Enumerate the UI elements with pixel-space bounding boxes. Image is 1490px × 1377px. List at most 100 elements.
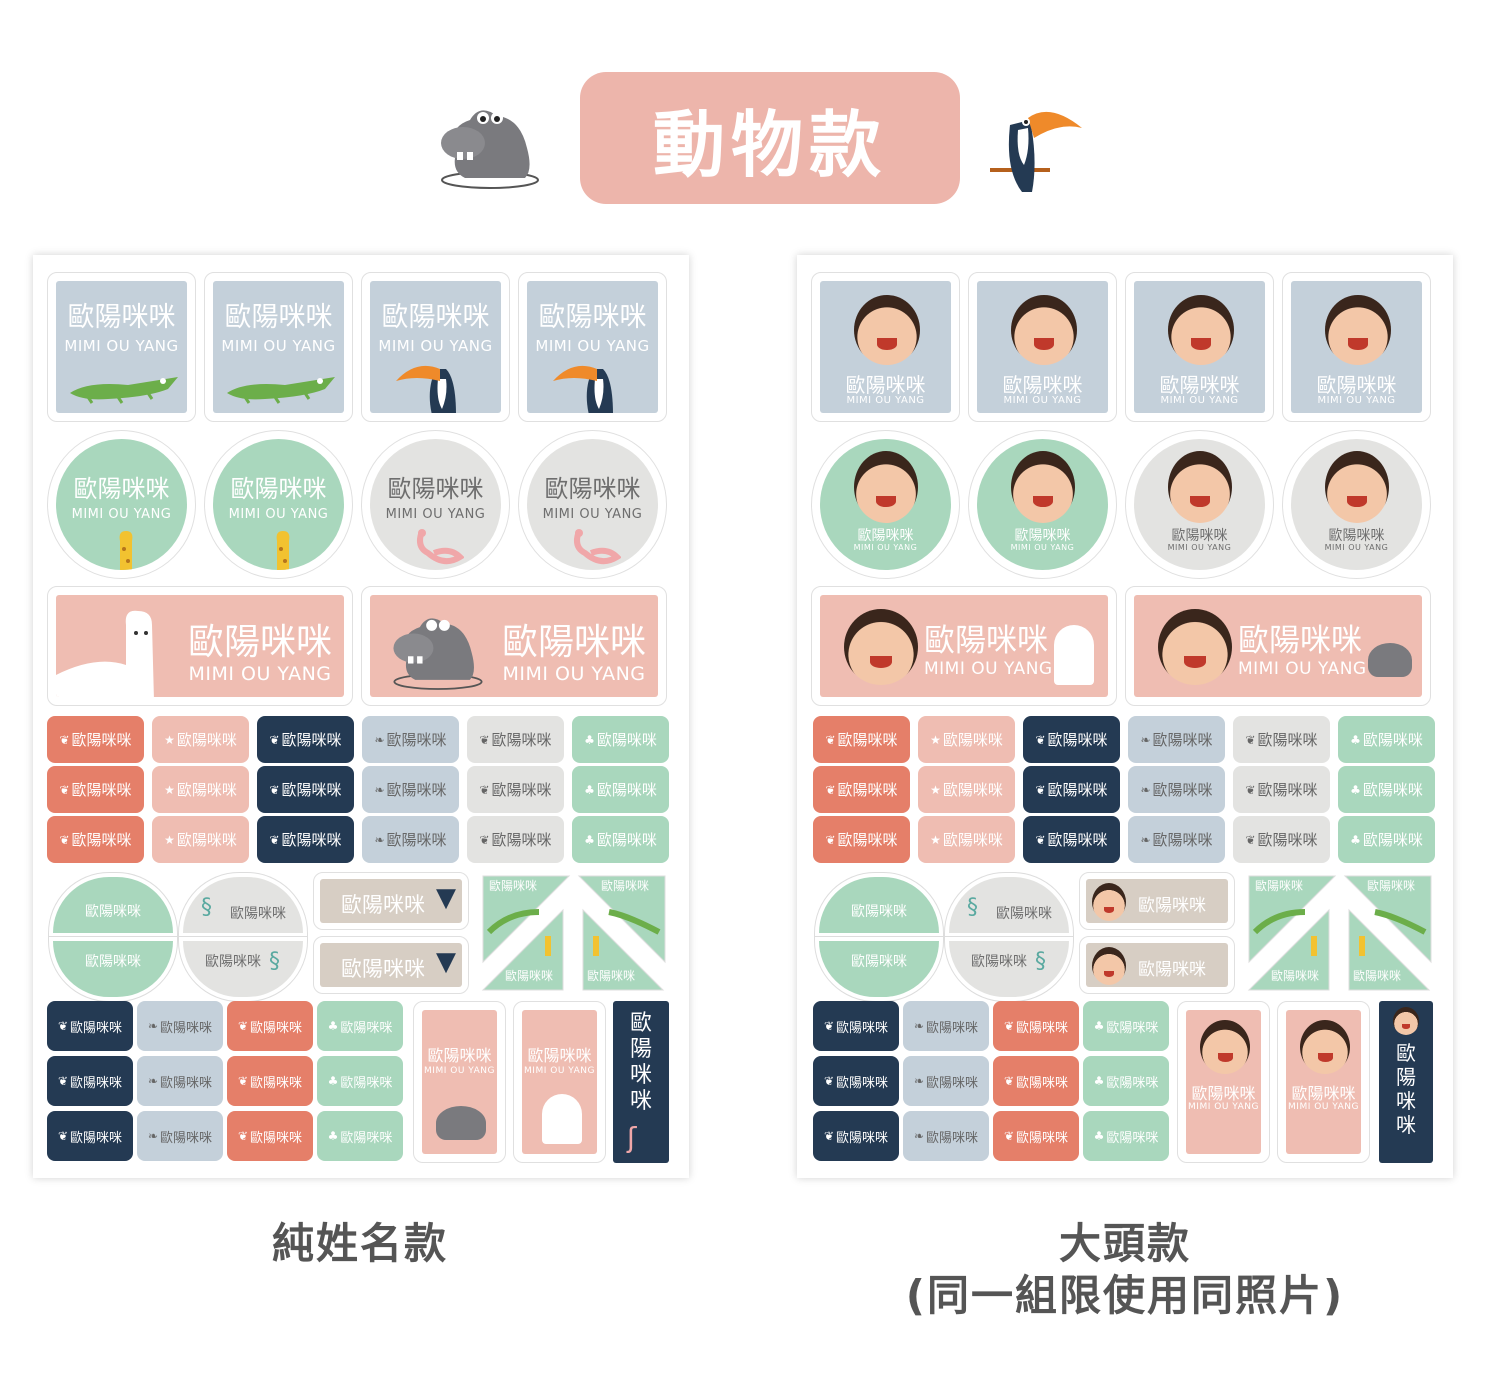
palm-icon: ♣ (584, 782, 595, 797)
half-circle-sticker: 歐陽咪咪 (815, 873, 943, 937)
mini-label: ❦歐陽咪咪 (1233, 816, 1330, 863)
child-face-photo (1300, 1020, 1350, 1074)
sticker-name-en: MIMI OU YANG (542, 507, 643, 522)
sticker-name: 歐陽咪咪 (224, 302, 333, 333)
mini-label: ♣歐陽咪咪 (317, 1056, 403, 1106)
mini-label: ❧歐陽咪咪 (362, 766, 459, 813)
palm-icon: ♣ (584, 832, 595, 847)
sticker-name-en: MIMI OU YANG (228, 507, 329, 522)
triangle-label: 歐陽咪咪 (1353, 969, 1402, 983)
palm-icon: ♣ (584, 732, 595, 747)
mini-label: ❦歐陽咪咪 (813, 716, 910, 763)
mini-label: ❦歐陽咪咪 (227, 1111, 313, 1161)
mini-label: ❦歐陽咪咪 (1023, 716, 1120, 763)
sticker-name: 歐陽咪咪 (67, 302, 176, 333)
llama-icon (56, 610, 154, 697)
beige-photo-label: 歐陽咪咪 (1079, 936, 1235, 994)
title-banner: 動物款 (580, 72, 960, 204)
sticker-name-en: MIMI OU YANG (71, 507, 172, 522)
half-circle-sticker: § 歐陽咪咪 (945, 873, 1073, 937)
half-circle-sticker: 歐陽咪咪 (49, 873, 177, 937)
llama-icon (1054, 625, 1094, 685)
wide-sticker: 歐陽咪咪 MIMI OU YANG (47, 586, 353, 706)
mini-label: ★歐陽咪咪 (918, 716, 1015, 763)
star-icon: ★ (164, 832, 175, 847)
crocodile-icon (227, 377, 335, 404)
leaf-icon: ❦ (59, 782, 70, 797)
mini-label: ❦歐陽咪咪 (813, 1056, 899, 1106)
mini-label: ❦歐陽咪咪 (47, 766, 144, 813)
child-face-photo (1168, 451, 1232, 523)
mini-label-grid: ❦歐陽咪咪 ★歐陽咪咪 ❦歐陽咪咪 ❧歐陽咪咪 ❦歐陽咪咪 ♣歐陽咪咪 ❦歐陽咪… (47, 716, 669, 866)
mini-label: ❧歐陽咪咪 (137, 1111, 223, 1161)
mini-label: ❦歐陽咪咪 (993, 1111, 1079, 1161)
sticker-name-en: MIMI OU YANG (385, 507, 486, 522)
square-photo-sticker: 歐陽咪咪 MIMI OU YANG (811, 272, 960, 422)
tall-sticker: 歐陽咪咪 MIMI OU YANG (513, 1001, 606, 1163)
sticker-name-en: MIMI OU YANG (502, 663, 646, 685)
wide-photo-sticker: 歐陽咪咪 MIMI OU YANG (811, 586, 1117, 706)
hippo-icon (1368, 643, 1412, 677)
mini-label: ❦歐陽咪咪 (813, 766, 910, 813)
leaf-icon: ❧ (374, 832, 385, 847)
vertical-sticker: 歐陽咪咪 ʃ (613, 1001, 669, 1163)
triangle-stickers (481, 875, 666, 991)
mini-label: ❦歐陽咪咪 (227, 1056, 313, 1106)
name-only-sticker-sheet: 歐陽咪咪 MIMI OU YANG 歐陽咪咪 MIMI OU YANG 歐陽咪咪… (33, 255, 689, 1178)
round-sticker: 歐陽咪咪 MIMI OU YANG (47, 430, 196, 579)
mini-label: ❦歐陽咪咪 (257, 716, 354, 763)
mini-label: ❧歐陽咪咪 (1128, 766, 1225, 813)
square-sticker: 歐陽咪咪 MIMI OU YANG (204, 272, 353, 422)
sticker-name: 歐陽咪咪 (73, 475, 170, 503)
mini-label: ❧歐陽咪咪 (137, 1056, 223, 1106)
mini-label: ❦歐陽咪咪 (993, 1001, 1079, 1051)
mini-label: ❦歐陽咪咪 (993, 1056, 1079, 1106)
sticker-name-en: MIMI OU YANG (64, 337, 179, 355)
small-label-grid: ❦歐陽咪咪 ❧歐陽咪咪 ❦歐陽咪咪 ♣歐陽咪咪 ❦歐陽咪咪 ❧歐陽咪咪 ❦歐陽咪… (813, 1001, 1173, 1163)
mini-label: ❦歐陽咪咪 (227, 1001, 313, 1051)
snake-icon: § (269, 949, 280, 974)
mini-label: ❧歐陽咪咪 (362, 716, 459, 763)
child-face-photo (1092, 883, 1126, 921)
mini-label: ❦歐陽咪咪 (1023, 766, 1120, 813)
mini-label: ❦歐陽咪咪 (257, 816, 354, 863)
snake-icon: § (201, 895, 212, 920)
sticker-name: 歐陽咪咪 (544, 475, 641, 503)
mini-label: ❦歐陽咪咪 (813, 816, 910, 863)
toucan-icon (553, 365, 613, 413)
left-caption: 純姓名款 (271, 1219, 448, 1268)
leaf-icon: ❦ (269, 782, 280, 797)
mini-label: ❦歐陽咪咪 (47, 716, 144, 763)
mini-label: ♣歐陽咪咪 (1338, 716, 1435, 763)
mini-label: ❧歐陽咪咪 (903, 1111, 989, 1161)
child-face-photo (1158, 609, 1232, 685)
half-circle-sticker: 歐陽咪咪 § (945, 937, 1073, 1001)
mini-label: ❦歐陽咪咪 (47, 1001, 133, 1051)
mini-label: ♣歐陽咪咪 (572, 766, 669, 813)
hippo-icon (436, 1106, 486, 1140)
half-circle-sticker: 歐陽咪咪 § (179, 937, 307, 1001)
leaf-icon: ❦ (479, 832, 490, 847)
flamingo-icon (417, 529, 464, 565)
mini-label: ❦歐陽咪咪 (467, 816, 564, 863)
round-sticker: 歐陽咪咪 MIMI OU YANG (518, 430, 667, 579)
giraffe-icon (276, 531, 290, 570)
tall-photo-sticker: 歐陽咪咪 MIMI OU YANG (1177, 1001, 1270, 1163)
crocodile-icon (70, 377, 178, 404)
mini-label: ❧歐陽咪咪 (1128, 716, 1225, 763)
square-photo-sticker: 歐陽咪咪 MIMI OU YANG (1125, 272, 1274, 422)
mini-label: ❦歐陽咪咪 (467, 766, 564, 813)
child-face-photo (1393, 1007, 1419, 1035)
child-face-photo (1325, 451, 1389, 523)
mini-label: ★歐陽咪咪 (918, 766, 1015, 813)
round-photo-sticker: 歐陽咪咪 MIMI OU YANG (1125, 430, 1274, 579)
tall-sticker: 歐陽咪咪 MIMI OU YANG (413, 1001, 506, 1163)
snake-icon: § (1035, 949, 1046, 974)
sticker-name-en: MIMI OU YANG (188, 663, 332, 685)
sticker-name-en: MIMI OU YANG (378, 337, 493, 355)
child-face-photo (854, 295, 920, 365)
round-sticker: 歐陽咪咪 MIMI OU YANG (361, 430, 510, 579)
hippo-icon (393, 618, 483, 690)
mini-label: ❧歐陽咪咪 (903, 1001, 989, 1051)
mini-label: ❦歐陽咪咪 (467, 716, 564, 763)
